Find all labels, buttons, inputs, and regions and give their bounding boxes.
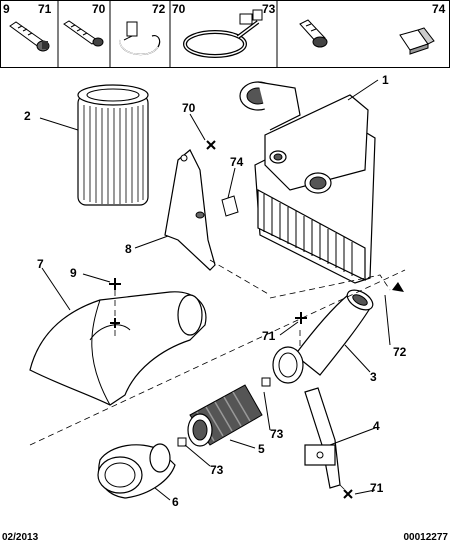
mounting-bracket — [164, 149, 216, 271]
callout-7: 7 — [37, 257, 44, 271]
callout-73b: 73 — [210, 463, 224, 477]
callout-labels: 1 2 70 74 8 7 9 71 72 3 4 73 5 73 6 71 — [24, 73, 407, 509]
screw-icon — [63, 20, 104, 47]
callout-9: 9 — [70, 266, 77, 280]
header-ref-74: 74 — [432, 2, 446, 16]
filter-element — [77, 84, 149, 206]
rubber-pad-icon — [399, 27, 435, 55]
header-ref-70: 70 — [92, 2, 106, 16]
callout-5: 5 — [258, 442, 265, 456]
callout-8: 8 — [125, 242, 132, 256]
leader-lines — [39, 79, 391, 501]
header-ref-70b: 70 — [172, 2, 186, 16]
intake-pipe — [272, 289, 374, 384]
header-item-number: 9 — [3, 2, 10, 16]
callout-4: 4 — [373, 419, 380, 433]
header-ref-72: 72 — [152, 2, 166, 16]
footer-doc-number: 00012277 — [403, 532, 449, 543]
callout-6: 6 — [172, 495, 179, 509]
callout-71a: 71 — [262, 329, 276, 343]
header-strip: 9 71 70 72 70 73 74 — [0, 0, 450, 68]
callout-73a: 73 — [270, 427, 284, 441]
assembly-guide-lines — [29, 259, 406, 491]
callout-71b: 71 — [370, 481, 384, 495]
fastener-markers — [109, 140, 353, 499]
callout-1: 1 — [382, 73, 389, 87]
support-arm — [304, 387, 341, 489]
air-filter-housing — [239, 81, 376, 284]
callout-70: 70 — [182, 101, 196, 115]
intake-elbow — [97, 443, 176, 499]
small-clamp — [177, 437, 187, 447]
corrugated-hose — [187, 384, 263, 447]
push-rivet-icon — [299, 19, 328, 48]
air-duct — [29, 291, 207, 406]
callout-2: 2 — [24, 109, 31, 123]
small-clamp — [261, 377, 271, 387]
rubber-pad — [221, 195, 239, 217]
callout-74: 74 — [230, 155, 244, 169]
arrow-marker — [392, 282, 404, 292]
header-ref-71: 71 — [38, 2, 52, 16]
hose-clamp-icon — [119, 21, 161, 56]
bolt-flange-icon — [9, 21, 50, 52]
cable-tie-icon — [183, 9, 263, 58]
header-ref-73: 73 — [262, 2, 276, 16]
callout-3: 3 — [370, 370, 377, 384]
callout-72: 72 — [393, 345, 407, 359]
footer-date: 02/2013 — [2, 532, 39, 543]
